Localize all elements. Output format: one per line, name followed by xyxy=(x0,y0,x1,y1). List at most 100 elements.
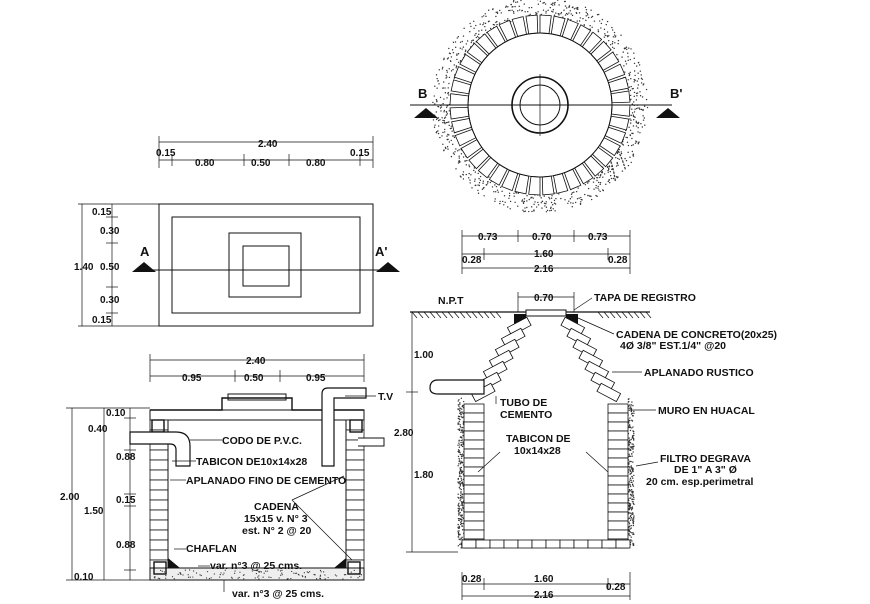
gravel-dot xyxy=(590,9,592,11)
pvc-elbow-inlet xyxy=(129,431,191,467)
gravel-dot xyxy=(632,477,634,479)
gravel-dot xyxy=(632,524,635,527)
gravel-dot xyxy=(457,423,459,426)
gravel-dot xyxy=(532,197,534,199)
cadena-right-top xyxy=(349,419,363,433)
gravel-dot xyxy=(458,482,460,485)
gravel-dot xyxy=(496,189,499,191)
gravel-dot xyxy=(461,48,463,50)
gravel-dot xyxy=(458,497,460,499)
gravel-dot xyxy=(458,428,461,430)
label-npt: N.P.T xyxy=(438,295,464,307)
gravel-dot xyxy=(608,179,610,181)
label-tv: T.V xyxy=(378,391,393,403)
brick xyxy=(463,457,485,468)
gravel-dot xyxy=(628,521,630,523)
gravel-dot xyxy=(478,177,480,180)
gravel-dot xyxy=(629,429,632,432)
hatch-line xyxy=(435,311,442,319)
gravel-dot xyxy=(450,70,453,72)
gravel-dot xyxy=(184,569,186,571)
gravel-dot xyxy=(462,441,464,443)
dim-b-height-total: 2.80 xyxy=(394,428,414,439)
gravel-dot xyxy=(475,32,477,35)
gravel-dot xyxy=(640,74,642,76)
gravel-dot xyxy=(458,420,460,423)
gravel-dot xyxy=(631,491,633,493)
gravel-dot xyxy=(163,571,166,573)
gravel-dot xyxy=(579,202,582,205)
gravel-dot xyxy=(461,439,464,441)
section-b: 0.73 0.70 0.73 0.28 1.60 0.28 2.16 N.P.T… xyxy=(394,230,777,601)
dim-section-a-width-1: 0.95 xyxy=(182,373,202,384)
gravel-dot xyxy=(493,190,495,193)
gravel-dot xyxy=(462,505,464,507)
gravel-dot xyxy=(630,114,632,117)
gravel-dot xyxy=(607,169,609,172)
gravel-dot xyxy=(531,206,533,208)
gravel-dot xyxy=(462,485,465,488)
right-brick-wall xyxy=(345,419,365,571)
gravel-dot xyxy=(477,172,479,175)
gravel-dot xyxy=(631,437,633,439)
cover-lid xyxy=(227,393,287,401)
gravel-dot xyxy=(608,35,610,37)
gravel-dot xyxy=(350,576,352,578)
gravel-dot xyxy=(630,507,632,509)
gravel-dot xyxy=(461,516,463,519)
gravel-dot xyxy=(511,9,513,11)
gravel-dot xyxy=(580,201,582,203)
dim-section-a-height-total: 2.00 xyxy=(60,492,80,503)
brick xyxy=(345,479,365,491)
section-label-a-prime: A' xyxy=(375,244,387,259)
gravel-dot xyxy=(643,105,646,107)
gravel-dot xyxy=(457,536,459,538)
gravel-dot xyxy=(629,89,632,92)
gravel-dot xyxy=(633,496,635,499)
gravel-dot xyxy=(465,164,467,166)
gravel-dot xyxy=(482,23,484,26)
brick xyxy=(541,175,555,196)
gravel-dot xyxy=(481,29,483,31)
gravel-dot xyxy=(460,504,462,506)
gravel-dot xyxy=(222,574,224,576)
gravel-dot xyxy=(574,201,577,204)
gravel-dot xyxy=(159,578,161,580)
gravel-dot xyxy=(491,186,494,188)
gravel-dot xyxy=(461,40,463,43)
gravel-dot xyxy=(476,35,479,38)
gravel-dot xyxy=(452,41,455,44)
gravel-dot xyxy=(588,195,590,197)
gravel-dot xyxy=(459,467,461,469)
gravel-dot xyxy=(608,165,611,167)
gravel-dot xyxy=(524,207,526,209)
gravel-dot xyxy=(462,501,464,503)
gravel-dot xyxy=(462,174,465,176)
gravel-dot xyxy=(616,175,618,178)
gravel-dot xyxy=(457,526,459,528)
gravel-dot xyxy=(258,575,260,577)
gravel-dot xyxy=(323,571,325,573)
gravel-dot xyxy=(631,498,634,500)
gravel-dot xyxy=(189,576,191,578)
gravel-dot xyxy=(620,157,623,159)
gravel-dot xyxy=(616,151,619,153)
gravel-dot xyxy=(543,1,545,4)
gravel-dot xyxy=(508,197,510,199)
gravel-dot xyxy=(573,8,576,10)
gravel-dot xyxy=(630,465,632,467)
brick xyxy=(345,549,365,561)
gravel-dot xyxy=(434,85,436,87)
gravel-dot xyxy=(468,164,470,166)
gravel-dot xyxy=(508,195,511,197)
gravel-dot xyxy=(327,576,329,579)
hatch-line xyxy=(615,311,622,319)
gravel-dot xyxy=(639,91,641,93)
gravel-dot xyxy=(459,518,461,520)
gravel-dot xyxy=(621,170,624,172)
gravel-dot xyxy=(554,203,557,205)
brick xyxy=(607,448,629,459)
gravel-dot xyxy=(483,186,485,189)
gravel-dot xyxy=(521,200,523,202)
gravel-dot xyxy=(611,43,614,45)
